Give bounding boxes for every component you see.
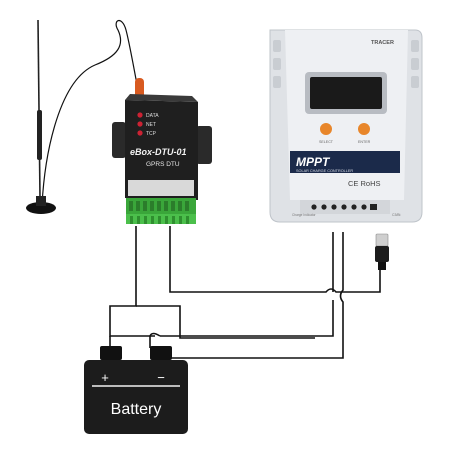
wire-dtu-power-neg bbox=[109, 226, 155, 337]
wire-battery-minus bbox=[149, 332, 161, 348]
magnetic-antenna bbox=[26, 19, 56, 214]
dtu-model-label: GPRS DTU bbox=[146, 161, 180, 168]
antenna-coil bbox=[37, 110, 42, 160]
rj45-connector bbox=[375, 233, 389, 270]
enter-button-label: ENTER bbox=[358, 140, 371, 144]
select-button[interactable] bbox=[320, 123, 332, 135]
dtu-brand-label: eBox-DTU-01 bbox=[130, 147, 187, 157]
dtu-mount-ear-right bbox=[196, 126, 212, 164]
controller-terminals bbox=[311, 204, 377, 210]
controller-model-label: C3/Bt bbox=[392, 213, 401, 217]
controller-side-fins bbox=[273, 40, 419, 88]
wires bbox=[41, 20, 381, 359]
wire-controller-battery-b bbox=[198, 232, 344, 359]
battery-plus-label: + bbox=[101, 370, 109, 385]
controller-title: MPPT bbox=[296, 155, 331, 169]
battery-label: Battery bbox=[111, 401, 162, 418]
led-data-indicator bbox=[137, 112, 143, 118]
battery-terminal-positive bbox=[100, 346, 122, 360]
dtu-terminal-label-strip bbox=[128, 180, 194, 196]
controller-subtitle: SOLAR CHARGE CONTROLLER bbox=[296, 169, 353, 173]
wire-dtu-rs485 bbox=[169, 226, 381, 293]
lcd-screen bbox=[310, 77, 382, 109]
led-label-net: NET bbox=[146, 122, 156, 128]
mppt-charge-controller: TRACER SELECT ENTER MPPT SOLAR CHARGE CO… bbox=[269, 29, 423, 223]
select-button-label: SELECT bbox=[319, 140, 334, 144]
battery-terminal-negative bbox=[150, 346, 172, 360]
antenna-cable bbox=[41, 20, 141, 206]
wire-controller-battery-a bbox=[160, 232, 334, 337]
controller-brand-label: TRACER bbox=[371, 40, 394, 46]
battery: + − Battery bbox=[84, 346, 188, 434]
led-label-data: DATA bbox=[146, 113, 159, 119]
led-net-indicator bbox=[137, 121, 143, 127]
antenna-magnet-base bbox=[26, 202, 56, 214]
battery-minus-label: − bbox=[157, 370, 165, 385]
battery-body bbox=[84, 360, 188, 434]
antenna-whip bbox=[37, 19, 41, 199]
led-tcp-indicator bbox=[137, 130, 143, 136]
controller-title-band bbox=[290, 151, 400, 173]
dtu-mount-ear-left bbox=[112, 122, 126, 158]
wire-dtu-power-pos bbox=[136, 305, 315, 339]
enter-button[interactable] bbox=[358, 123, 370, 135]
led-label-tcp: TCP bbox=[146, 131, 157, 137]
controller-side-label: Charge Indicator bbox=[292, 213, 317, 217]
controller-face bbox=[285, 30, 408, 200]
dtu-terminal-block bbox=[126, 198, 196, 224]
dtu-body bbox=[125, 100, 198, 200]
ebox-dtu-device: DATA NET TCP eBox-DTU-01 GPRS DTU bbox=[112, 78, 212, 224]
controller-cert-label: CE RoHS bbox=[348, 179, 381, 188]
